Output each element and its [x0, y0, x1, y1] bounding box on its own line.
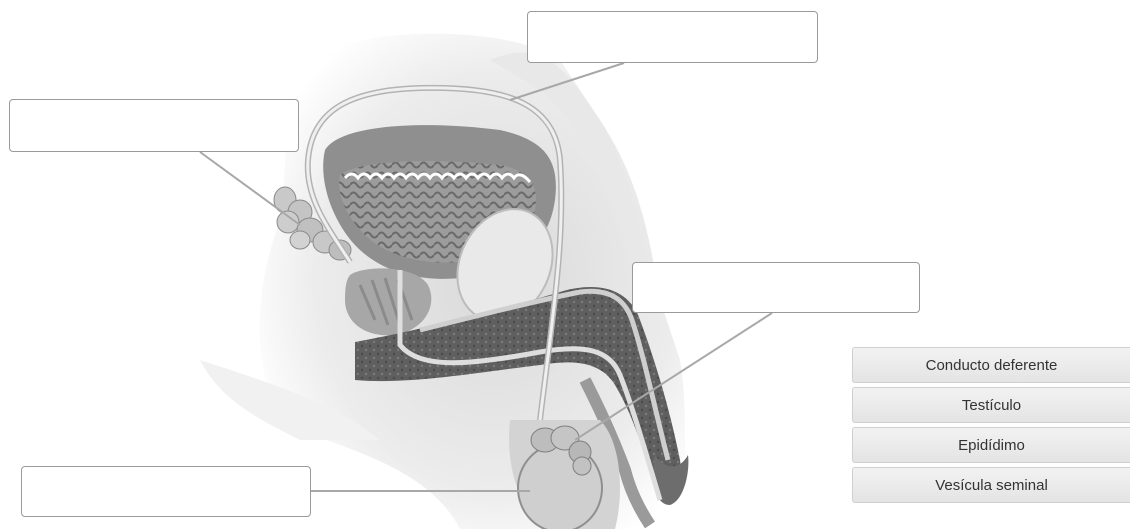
drop-box-right[interactable] — [632, 262, 920, 313]
drop-box-top[interactable] — [527, 11, 818, 63]
drop-box-bottom[interactable] — [21, 466, 311, 517]
answer-epididimo[interactable]: Epidídimo — [852, 427, 1130, 463]
drop-box-left[interactable] — [9, 99, 299, 152]
answer-bank: Conducto deferente Testículo Epidídimo V… — [852, 347, 1130, 507]
answer-testiculo[interactable]: Testículo — [852, 387, 1130, 423]
answer-conducto-deferente[interactable]: Conducto deferente — [852, 347, 1130, 383]
answer-vesicula-seminal[interactable]: Vesícula seminal — [852, 467, 1130, 503]
